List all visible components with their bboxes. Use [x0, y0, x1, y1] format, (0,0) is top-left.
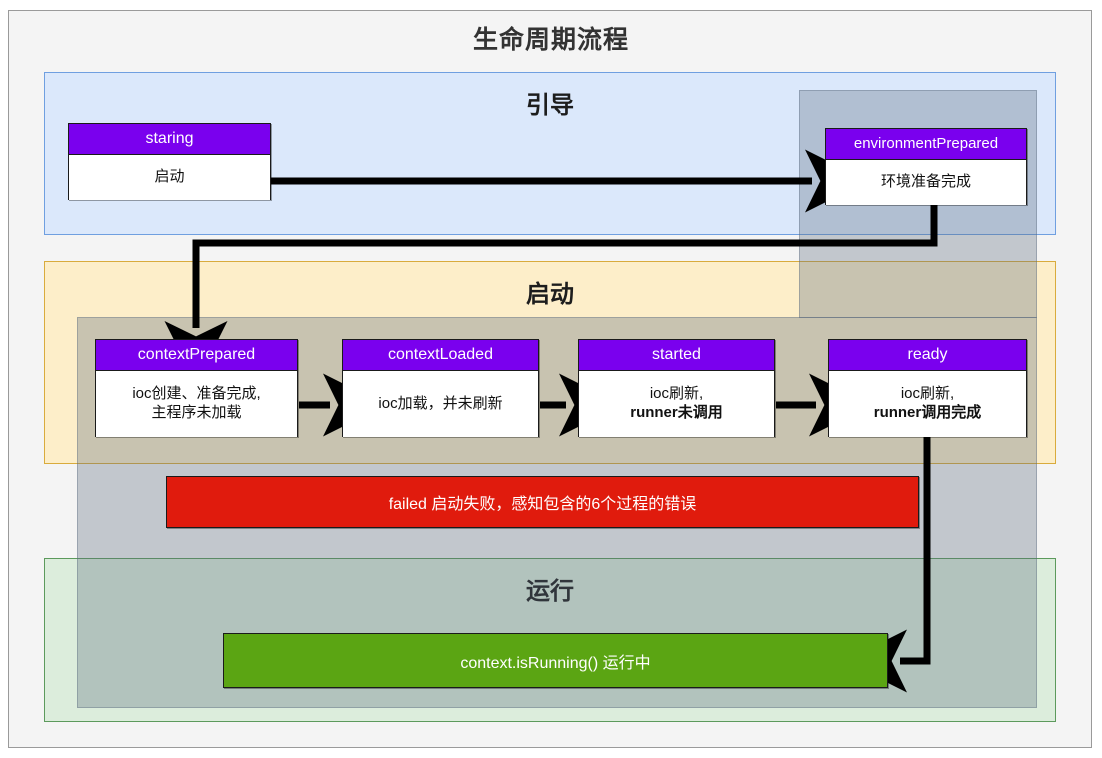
phase-label-run: 运行: [526, 578, 574, 605]
node-contextprepared-desc: ioc创建、准备完成, 主程序未加载: [96, 371, 297, 437]
node-ready-title: ready: [829, 340, 1026, 371]
node-contextprepared-title: contextPrepared: [96, 340, 297, 371]
node-contextprepared-desc-line1: ioc创建、准备完成,: [132, 385, 261, 403]
node-started[interactable]: started ioc刷新, runner未调用: [578, 339, 775, 437]
node-started-desc: ioc刷新, runner未调用: [579, 371, 774, 437]
node-ready-desc-line2: runner调用完成: [873, 404, 982, 421]
node-staring[interactable]: staring 启动: [68, 123, 271, 200]
node-environmentprepared[interactable]: environmentPrepared 环境准备完成: [825, 128, 1027, 205]
node-contextloaded-title: contextLoaded: [343, 340, 538, 371]
node-environmentprepared-desc: 环境准备完成: [826, 160, 1026, 205]
diagram-title: 生命周期流程: [472, 26, 629, 54]
node-ready-desc: ioc刷新, runner调用完成: [829, 371, 1026, 437]
node-ready-desc-line1: ioc刷新,: [900, 385, 955, 403]
node-started-title: started: [579, 340, 774, 371]
node-contextprepared[interactable]: contextPrepared ioc创建、准备完成, 主程序未加载: [95, 339, 298, 437]
node-environmentprepared-title: environmentPrepared: [826, 129, 1026, 160]
node-staring-title: staring: [69, 124, 270, 155]
banner-running[interactable]: context.isRunning() 运行中: [223, 633, 888, 688]
node-contextloaded-desc: ioc加载，并未刷新: [343, 371, 538, 437]
node-staring-desc: 启动: [69, 155, 270, 200]
node-contextloaded[interactable]: contextLoaded ioc加载，并未刷新: [342, 339, 539, 437]
node-started-desc-line1: ioc刷新,: [649, 385, 704, 403]
banner-failed[interactable]: failed 启动失败，感知包含的6个过程的错误: [166, 476, 919, 528]
node-started-desc-line2: runner未调用: [630, 404, 723, 421]
node-contextprepared-desc-line2: 主程序未加载: [151, 404, 242, 421]
node-ready[interactable]: ready ioc刷新, runner调用完成: [828, 339, 1027, 437]
phase-label-boot: 引导: [526, 92, 574, 119]
